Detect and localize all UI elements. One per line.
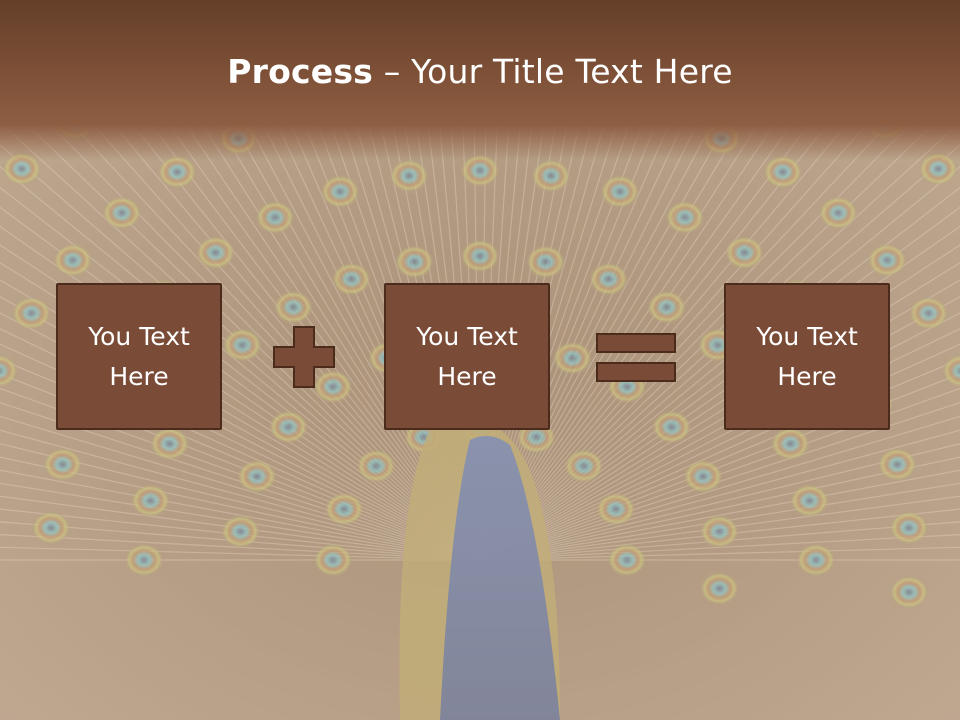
box-3-line-2: Here	[777, 361, 837, 391]
slide-title[interactable]: Process – Your Title Text Here	[0, 52, 960, 91]
plus-icon	[273, 326, 335, 388]
box-2-line-2: Here	[437, 361, 497, 391]
box-2-line-1: You Text	[416, 321, 518, 351]
box-3-line-1: You Text	[756, 321, 858, 351]
title-band: Process – Your Title Text Here	[0, 0, 960, 160]
equals-icon	[596, 333, 676, 382]
title-rest: – Your Title Text Here	[373, 52, 733, 91]
title-bold: Process	[227, 52, 374, 91]
box-1-line-1: You Text	[88, 321, 190, 351]
box-1-line-2: Here	[109, 361, 169, 391]
